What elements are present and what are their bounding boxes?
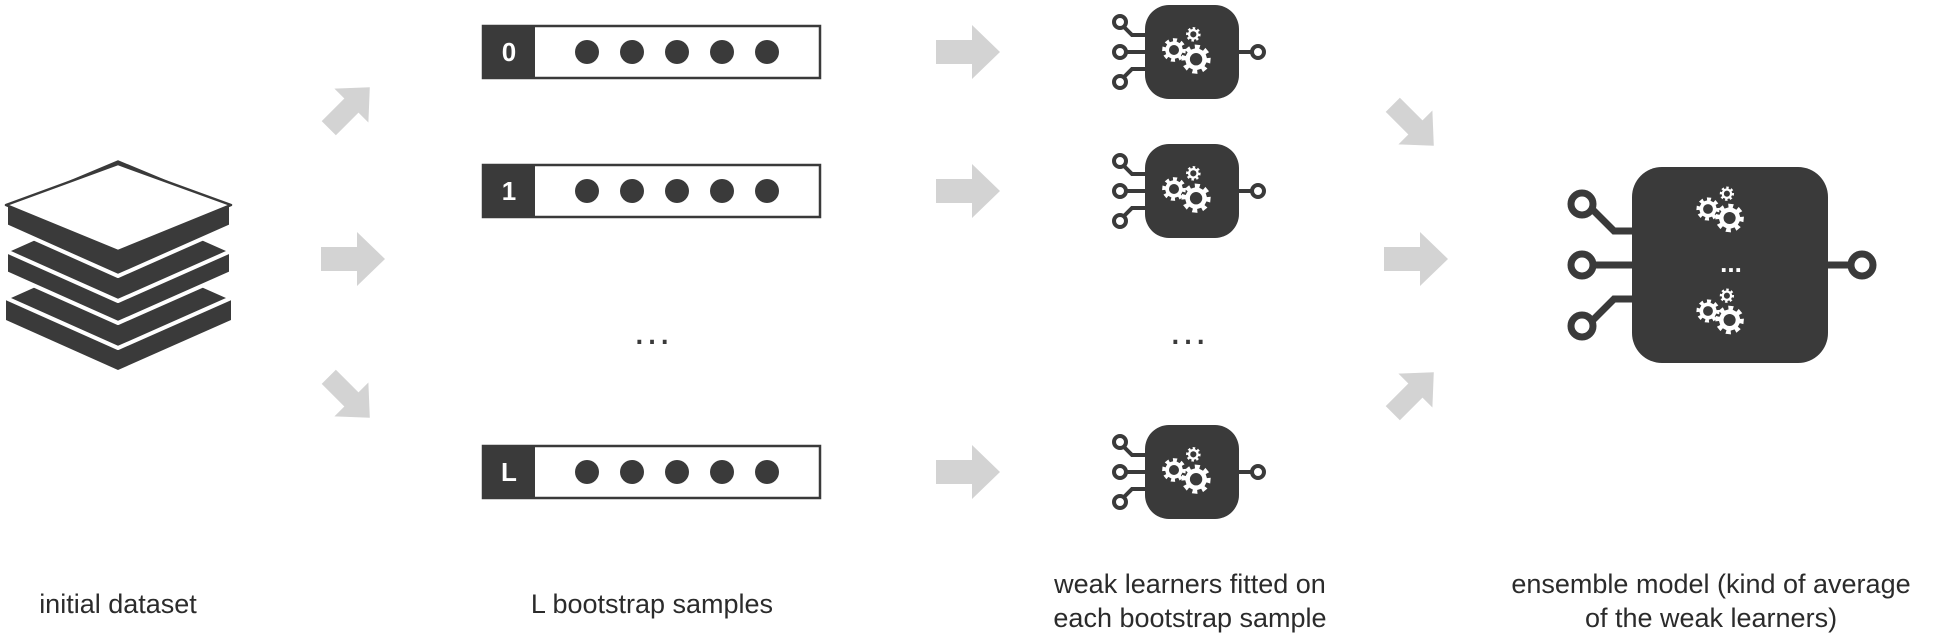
arrow-icon — [321, 232, 385, 286]
sample-dot — [755, 460, 779, 484]
bootstrap-sample-1: 1 — [481, 163, 822, 219]
sample-index-label: 1 — [502, 176, 516, 206]
caption-initial-dataset: initial dataset — [39, 589, 197, 619]
dataset-stack-icon — [4, 156, 233, 370]
sample-dot — [620, 460, 644, 484]
sample-dot — [575, 40, 599, 64]
arrow-icon — [936, 445, 1000, 499]
sample-index-box — [483, 165, 535, 217]
ensemble-model-icon: ... — [1567, 167, 1877, 363]
sample-dot — [710, 40, 734, 64]
gear-icon — [1162, 177, 1186, 201]
arrow-icon — [1384, 232, 1448, 286]
arrow-icon — [321, 369, 370, 418]
weak-learner-gear-icon — [1112, 5, 1266, 99]
sample-dot — [710, 460, 734, 484]
sample-dot — [665, 179, 689, 203]
arrow-icon — [1385, 97, 1434, 146]
sample-index-box — [483, 26, 535, 78]
sample-dot — [575, 179, 599, 203]
caption-weak-learners: weak learners fitted on each bootstrap s… — [1053, 569, 1327, 633]
sample-index-label: 0 — [502, 37, 516, 67]
sample-index-box — [483, 446, 535, 498]
arrow-icon — [321, 87, 370, 136]
gear-icon — [1696, 197, 1720, 221]
caption-ensemble-model: ensemble model (kind of average of the w… — [1511, 569, 1911, 633]
gear-icon — [1162, 458, 1186, 482]
gear-icon — [1181, 44, 1211, 74]
arrow-icon — [1385, 372, 1434, 421]
bootstrap-sample-0: 0 — [481, 24, 822, 80]
gear-icon — [1719, 186, 1735, 201]
gear-icon — [1186, 447, 1201, 462]
gear-icon — [1181, 183, 1211, 213]
caption-bootstrap-samples: L bootstrap samples — [530, 589, 774, 619]
bootstrap-sample-L: L — [481, 444, 822, 500]
weak-learner-gear-icon — [1112, 144, 1266, 238]
sample-dot — [620, 40, 644, 64]
learners-ellipsis: … — [1168, 309, 1208, 353]
samples-ellipsis: … — [632, 309, 672, 353]
gear-icon — [1715, 203, 1744, 233]
gear-icon — [1162, 38, 1186, 62]
sample-dot — [665, 460, 689, 484]
gear-icon — [1696, 299, 1720, 323]
ensemble-ellipsis: ... — [1720, 248, 1742, 278]
gear-icon — [1715, 305, 1744, 335]
gear-icon — [1181, 464, 1211, 494]
sample-dot — [755, 179, 779, 203]
gear-icon — [1719, 288, 1735, 303]
gear-icon — [1186, 27, 1201, 42]
sample-dot — [575, 460, 599, 484]
sample-dot — [755, 40, 779, 64]
weak-learner-gear-icon — [1112, 425, 1266, 519]
sample-dot — [710, 179, 734, 203]
arrow-icon — [936, 25, 1000, 79]
sample-index-label: L — [501, 457, 517, 487]
sample-dot — [620, 179, 644, 203]
sample-dot — [665, 40, 689, 64]
arrow-icon — [936, 164, 1000, 218]
gear-icon — [1186, 166, 1201, 181]
